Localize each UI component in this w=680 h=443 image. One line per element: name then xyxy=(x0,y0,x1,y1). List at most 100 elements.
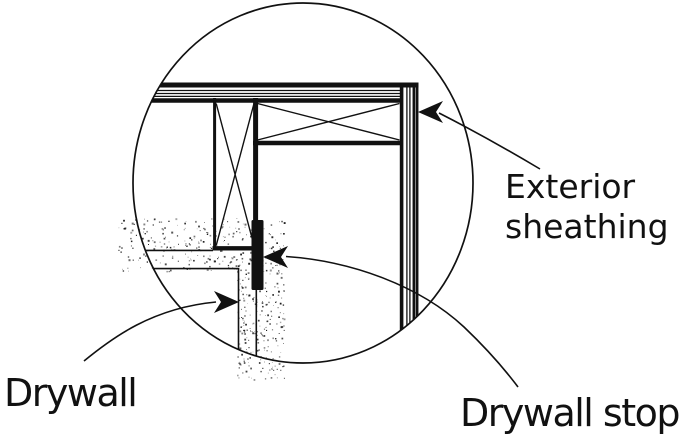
stipple-dot xyxy=(239,343,241,345)
stipple-dot xyxy=(162,232,164,235)
stipple-dot xyxy=(147,239,150,242)
stipple-dot xyxy=(278,333,280,334)
stipple-dot xyxy=(283,284,285,286)
stipple-dot xyxy=(248,294,251,297)
stipple-dot xyxy=(268,301,270,304)
stipple-dot xyxy=(140,267,141,269)
stipple-dot xyxy=(242,252,245,254)
stipple-dot xyxy=(248,362,249,363)
stipple-dot xyxy=(169,246,172,249)
stipple-dot xyxy=(242,372,244,374)
stipple-dot xyxy=(177,260,179,262)
stipple-dot xyxy=(270,351,272,353)
stipple-dot xyxy=(130,245,132,247)
stipple-dot xyxy=(243,358,245,360)
stipple-dot xyxy=(242,261,243,263)
stipple-dot xyxy=(247,358,249,360)
stipple-dot xyxy=(237,265,240,267)
stipple-dot xyxy=(276,323,278,325)
stipple-dot xyxy=(118,245,121,248)
stipple-dot xyxy=(223,224,224,226)
stipple-dot xyxy=(260,359,262,361)
stipple-dot xyxy=(121,247,123,249)
stipple-dot xyxy=(283,313,285,315)
stipple-dot xyxy=(263,347,266,349)
stipple-dot xyxy=(283,365,285,367)
stipple-dot xyxy=(195,220,197,223)
stipple-dot xyxy=(239,278,241,280)
stipple-dot xyxy=(262,301,263,303)
stipple-dot xyxy=(245,273,247,275)
stipple-dot xyxy=(241,308,242,310)
stipple-dot xyxy=(198,241,199,243)
stipple-dot xyxy=(196,247,198,249)
stipple-dot xyxy=(248,347,250,349)
stipple-dot xyxy=(261,310,263,312)
stipple-dot xyxy=(275,239,276,241)
stipple-dot xyxy=(269,247,271,249)
stipple-dot xyxy=(243,329,245,331)
stipple-dot xyxy=(276,368,278,370)
stipple-dot xyxy=(228,233,230,236)
stipple-dot xyxy=(264,349,265,351)
stipple-dot xyxy=(215,235,217,237)
stipple-dot xyxy=(188,243,190,245)
stipple-dot xyxy=(253,297,255,299)
stipple-dot xyxy=(252,298,254,301)
stipple-dot xyxy=(276,242,278,244)
stipple-dot xyxy=(118,249,120,251)
stipple-dot xyxy=(197,255,199,256)
stipple-dot xyxy=(229,262,231,264)
stipple-dot xyxy=(270,310,272,313)
stipple-dot xyxy=(204,222,205,223)
stipple-dot xyxy=(224,218,225,220)
stipple-dot xyxy=(239,363,241,365)
stipple-dot xyxy=(243,322,245,324)
stipple-dot xyxy=(159,262,161,264)
stipple-dot xyxy=(249,328,251,329)
stipple-dot xyxy=(224,236,226,238)
stipple-dot xyxy=(244,226,246,228)
stipple-dot xyxy=(123,219,125,222)
stipple-dot xyxy=(241,332,244,335)
stipple-dot xyxy=(265,269,268,272)
stipple-dot xyxy=(211,218,213,220)
stipple-dot xyxy=(280,352,282,353)
stipple-dot xyxy=(155,259,158,261)
stipple-dot xyxy=(282,304,285,306)
stipple-dot xyxy=(269,269,272,272)
stipple-dot xyxy=(164,263,167,266)
stipple-dot xyxy=(146,230,148,233)
stipple-dot xyxy=(232,267,234,269)
stipple-dot xyxy=(283,329,285,331)
top-wall-layers xyxy=(133,82,419,103)
stipple-dot xyxy=(252,323,253,325)
stipple-dot xyxy=(244,342,247,344)
stipple-dot xyxy=(238,367,240,369)
stipple-dot xyxy=(283,290,285,291)
stipple-dot xyxy=(269,273,271,275)
stipple-dot xyxy=(193,259,195,262)
stipple-dot xyxy=(250,251,253,254)
drywall-stop-leader-line xyxy=(285,255,519,388)
stipple-dot xyxy=(222,236,224,238)
stipple-dot xyxy=(274,286,276,288)
stipple-dot xyxy=(232,232,235,235)
stipple-dot xyxy=(279,221,280,223)
stipple-dot xyxy=(178,243,179,245)
stipple-dot xyxy=(145,255,147,257)
stipple-dot xyxy=(268,233,270,235)
stipple-dot xyxy=(238,377,240,379)
stipple-dot xyxy=(256,301,258,303)
stipple-dot xyxy=(152,240,154,242)
stipple-dot xyxy=(249,314,251,316)
stipple-dot xyxy=(245,310,247,312)
stipple-dot xyxy=(198,246,200,248)
stipple-dot xyxy=(271,236,274,239)
stipple-dot xyxy=(189,237,192,239)
stipple-dot xyxy=(204,228,206,231)
stipple-dot xyxy=(239,283,241,285)
stipple-dot xyxy=(239,347,242,350)
stipple-dot xyxy=(132,247,134,249)
stipple-dot xyxy=(235,227,237,229)
